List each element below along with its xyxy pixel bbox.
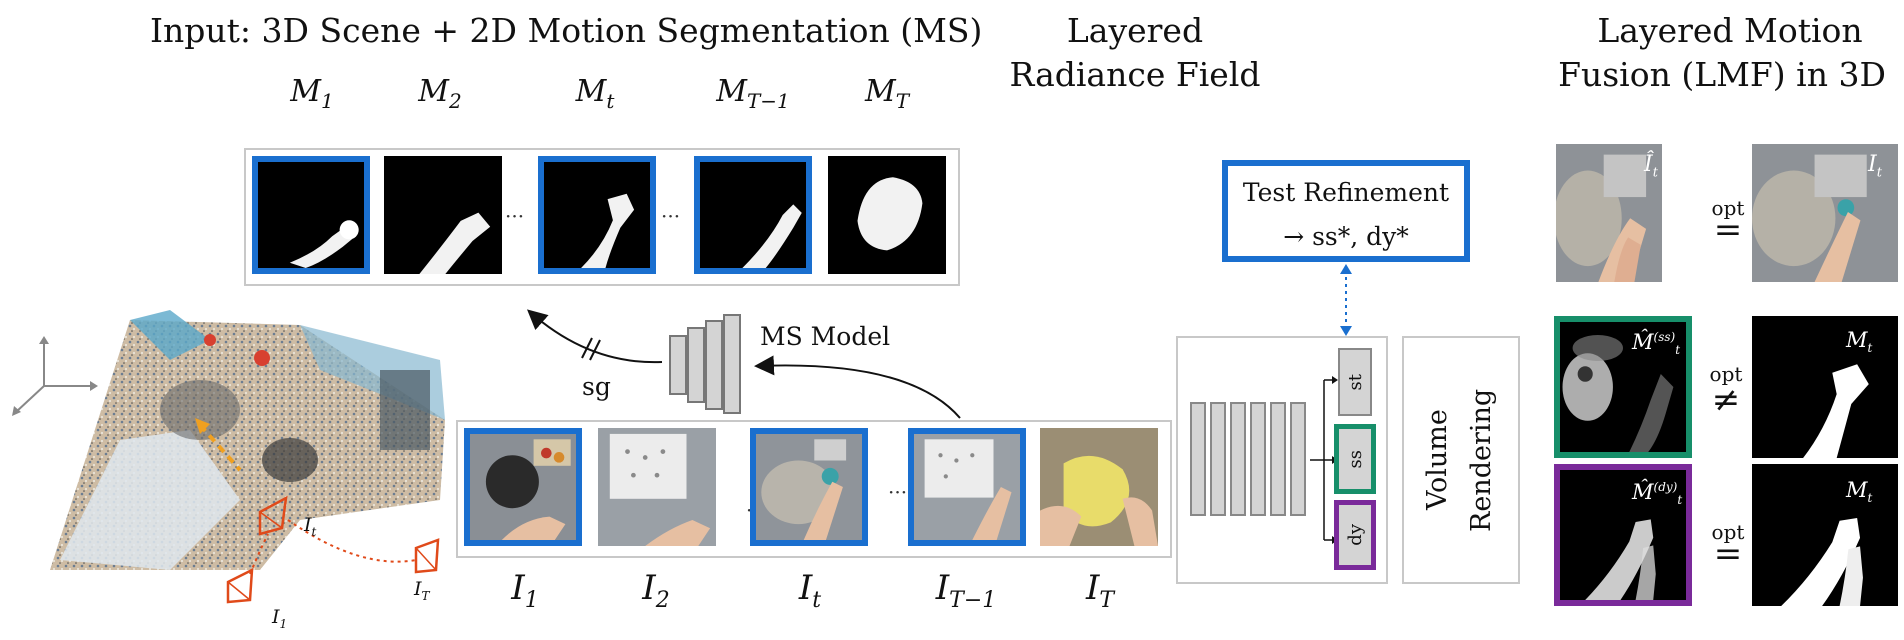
lmf-mask-gt-1	[1752, 316, 1898, 458]
layered-radiance-title-line1: Layered	[1066, 11, 1204, 50]
camera-label-t: It	[304, 514, 317, 539]
mask-label-1: M1	[290, 74, 334, 113]
mask-ellipsis-2: ···	[661, 204, 681, 228]
lmf-eq-1: =	[1713, 210, 1743, 250]
input-section-title: Input: 3D Scene + 2D Motion Segmentation…	[150, 11, 983, 50]
camera-icon-t	[258, 495, 288, 536]
head-branch-arrows	[1310, 376, 1338, 544]
camera-icon-T	[414, 538, 440, 574]
image-label-T: IT	[1085, 568, 1115, 613]
camera-icon-1	[226, 567, 254, 604]
ms-model-network	[668, 314, 748, 414]
mlp-layer-6	[1290, 402, 1306, 516]
sg-label: sg	[582, 372, 611, 401]
image-label-t: It	[798, 568, 822, 613]
arrow-ms-to-masks	[527, 309, 663, 364]
arrow-images-to-ms	[754, 355, 961, 419]
lmf-label-dy: M̂(dy)t	[1632, 480, 1683, 508]
lmf-label-ss: M̂(ss)t	[1632, 330, 1681, 358]
lmf-label-rendered: Ît	[1644, 152, 1658, 181]
mask-thumbnail-2	[384, 156, 502, 274]
test-refinement-line2: → ss*, dy*	[1283, 222, 1409, 251]
head-st: st	[1338, 348, 1372, 416]
lmf-title-line1: Layered Motion	[1597, 11, 1863, 50]
mlp-layer-4	[1250, 402, 1266, 516]
mask-thumbnail-1	[252, 156, 370, 274]
scene-point-cloud	[0, 300, 470, 636]
camera-trajectory	[226, 495, 440, 604]
test-refinement-box	[1222, 160, 1470, 262]
mask-label-2: M2	[418, 74, 462, 113]
mask-thumbnail-T-1	[694, 156, 812, 274]
mlp-layer-5	[1270, 402, 1286, 516]
volume-rendering-box: Volume Rendering	[1402, 336, 1520, 584]
ms-model-label: MS Model	[760, 322, 891, 351]
image-ellipsis-2: ···	[888, 480, 908, 504]
image-thumbnail-1	[464, 428, 582, 546]
mask-thumbnail-t	[538, 156, 656, 274]
mask-ellipsis-1: ···	[505, 204, 525, 228]
image-label-T-1: IT−1	[935, 568, 997, 613]
mlp-layer-1	[1190, 402, 1206, 516]
mlp-layer-3	[1230, 402, 1246, 516]
lmf-eq-2: =	[1713, 534, 1743, 574]
lmf-mask-ss	[1554, 316, 1692, 458]
mask-thumbnail-T	[828, 156, 946, 274]
lmf-mask-gt-2	[1752, 464, 1898, 606]
mask-label-t: Mt	[575, 74, 615, 113]
camera-label-1: I1	[272, 606, 288, 631]
lmf-label-input: It	[1868, 152, 1882, 181]
lmf-opt-1: opt	[1711, 196, 1745, 220]
axes-icon	[12, 336, 98, 416]
lmf-mask-dy	[1554, 464, 1692, 606]
stop-grad-mark-2	[589, 339, 601, 361]
lmf-input-image	[1752, 144, 1898, 282]
mask-label-T-1: MT−1	[716, 74, 790, 113]
image-thumbnail-2	[598, 428, 716, 546]
lmf-rendered-image	[1556, 144, 1662, 282]
lmf-label-gt-2: Mt	[1846, 478, 1873, 506]
lmf-neq: ≠	[1711, 380, 1741, 420]
volume-rendering-label: Volume Rendering	[1422, 388, 1497, 532]
mlp-layer-2	[1210, 402, 1226, 516]
stop-grad-mark-1	[581, 337, 593, 359]
mask-label-T: MT	[864, 74, 910, 113]
lmf-title-line2: Fusion (LMF) in 3D	[1558, 55, 1886, 94]
image-label-2: I2	[642, 568, 670, 613]
image-thumbnail-t	[750, 428, 868, 546]
image-thumbnail-T	[1040, 428, 1158, 546]
test-refinement-line1: Test Refinement	[1242, 178, 1450, 207]
layered-radiance-title-line2: Radiance Field	[1009, 55, 1261, 94]
lmf-opt-2: opt	[1709, 362, 1743, 386]
image-label-1: I1	[511, 568, 539, 613]
camera-label-T: IT	[414, 578, 430, 603]
lmf-opt-3: opt	[1711, 520, 1745, 544]
lmf-label-gt-1: Mt	[1846, 328, 1873, 356]
head-ss: ss	[1334, 424, 1376, 494]
head-dy: dy	[1334, 500, 1376, 570]
image-thumbnail-T-1	[908, 428, 1026, 546]
